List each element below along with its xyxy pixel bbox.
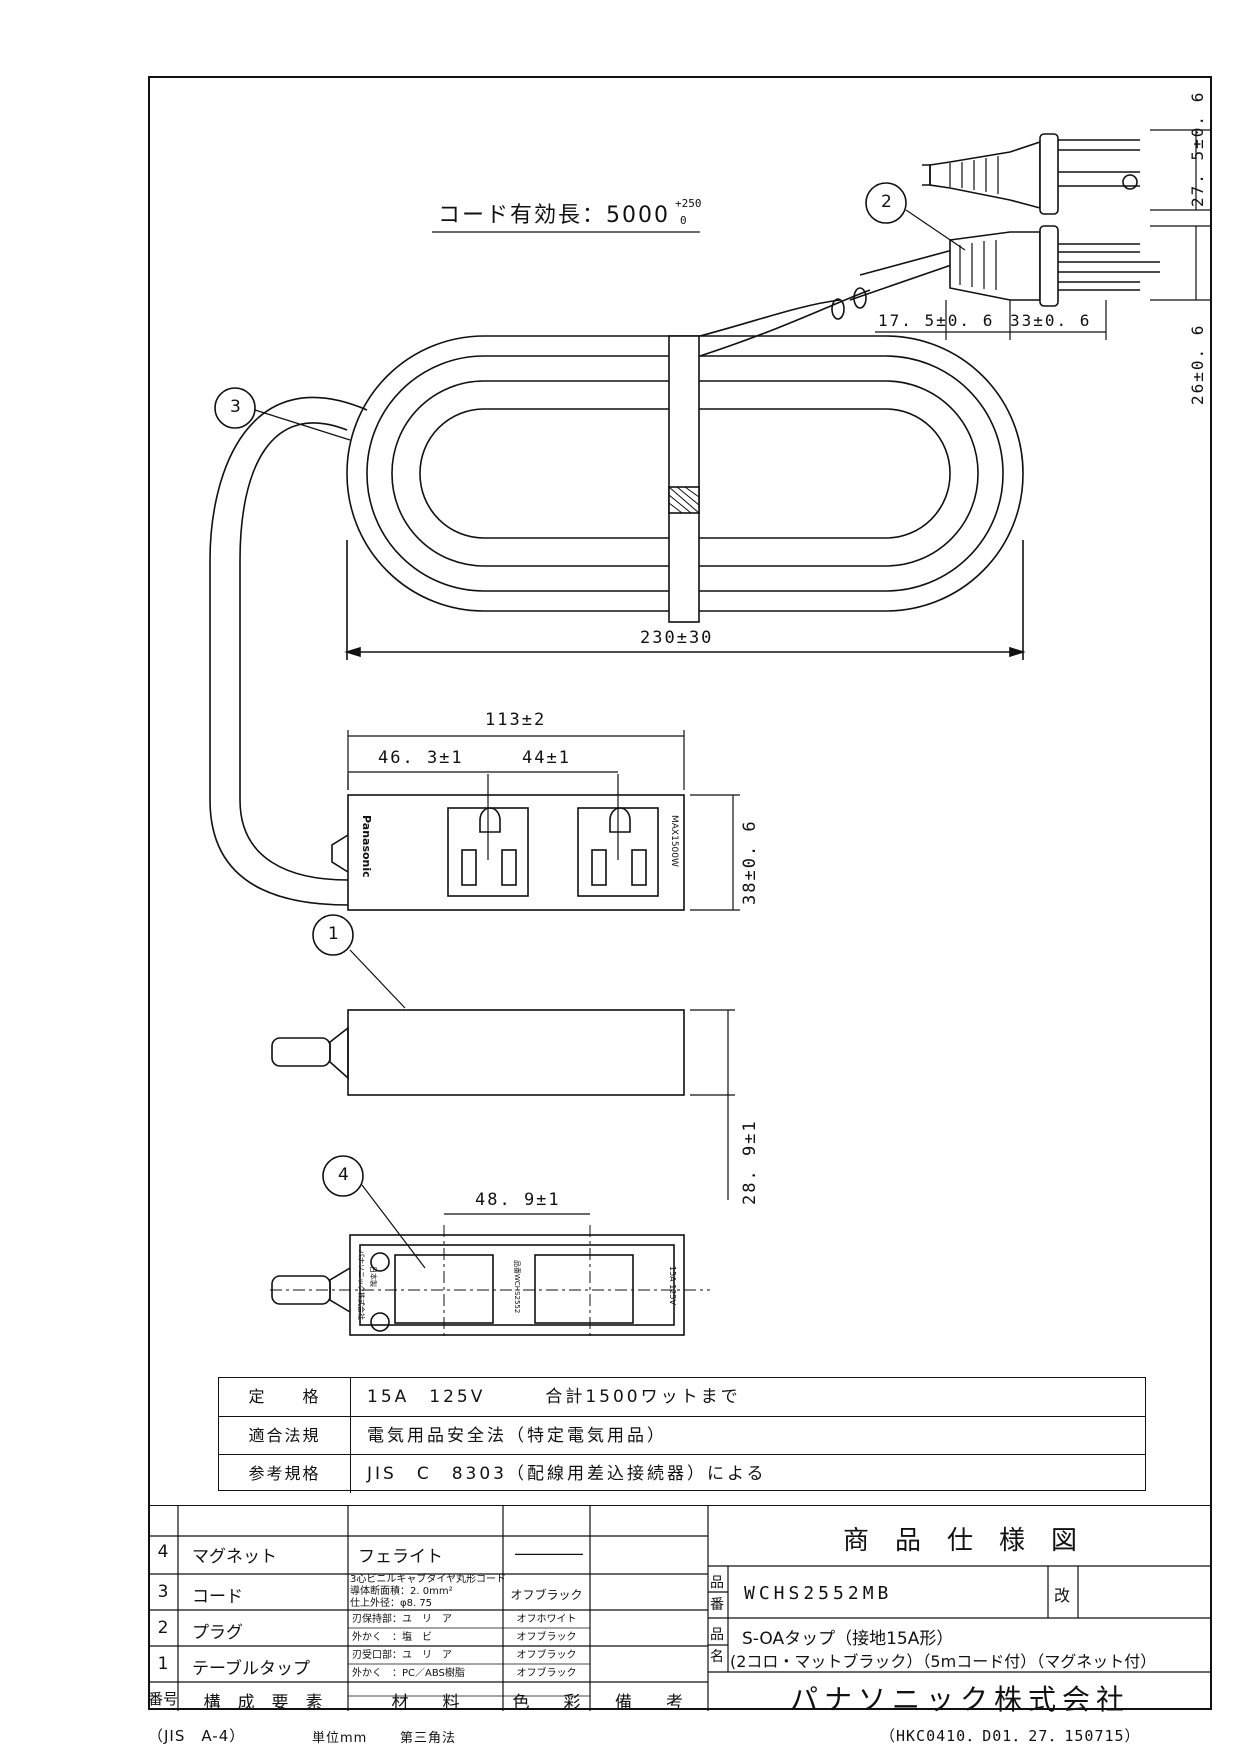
ratings-label: 定 格 — [219, 1378, 351, 1416]
dim-tap-width: 38±0. 6 — [740, 819, 760, 905]
dim-left-offset: 46. 3±1 — [378, 748, 464, 768]
part-number-label: 品番 — [710, 1575, 724, 1613]
part-material: フェライト — [358, 1547, 443, 1567]
header-color: 色 彩 — [512, 1693, 581, 1713]
ratings-label: 適合法規 — [219, 1417, 351, 1455]
header-material: 材 料 — [391, 1693, 460, 1713]
drawing-title: 商 品 仕 様 図 — [842, 1526, 1077, 1556]
part-color-line: オフブラック — [516, 1650, 577, 1661]
part-material-line: 外かく ：PC／ABS樹脂 — [352, 1668, 465, 1679]
unit-label: 単位mm — [312, 1731, 368, 1746]
paper-size: （JIS A-4） — [148, 1727, 246, 1745]
dim-plug-width: 26±0. 6 — [1188, 323, 1207, 405]
company-name: パナソニック株式会社 — [789, 1683, 1130, 1716]
part-color: オフブラック — [510, 1588, 583, 1602]
ratings-value: 電気用品安全法（特定電気用品） — [367, 1426, 667, 1446]
header-no: 番号 — [148, 1690, 179, 1708]
revision-label: 改 — [1054, 1586, 1071, 1605]
part-material-line: 仕上外径：φ8. 75 — [350, 1598, 433, 1609]
back-label: 品番WCHS2552 — [513, 1260, 521, 1314]
table-tap-side-view — [271, 1009, 735, 1200]
table-tap-top-view — [331, 730, 740, 911]
back-maker: パナソニック株式会社 — [357, 1250, 365, 1320]
coiled-cord-drawing — [346, 335, 1024, 623]
product-name-line1: S-OAタップ（接地15A形） — [742, 1629, 954, 1649]
ratings-table: 定 格 15A 125V 合計1500ワットまで 適合法規 電気用品安全法（特定… — [218, 1377, 1146, 1493]
callout-1: 1 — [328, 924, 339, 944]
ratings-label: 参考規格 — [219, 1455, 351, 1493]
part-material-line: 外かく ：塩 ビ — [352, 1632, 432, 1643]
ratings-row: 適合法規 電気用品安全法（特定電気用品） — [219, 1416, 1145, 1455]
part-name: プラグ — [192, 1623, 243, 1643]
dim-outlet-pitch: 44±1 — [522, 748, 571, 768]
part-material-line: 導体断面積：2. 0mm² — [350, 1586, 453, 1597]
product-name-label: 品名 — [710, 1627, 724, 1665]
dim-magnet-pitch: 48. 9±1 — [475, 1190, 561, 1210]
dim-tap-length: 113±2 — [485, 710, 547, 730]
dim-coil-width: 230±30 — [640, 628, 714, 648]
part-no: 4 — [157, 1542, 169, 1562]
part-no: 3 — [157, 1582, 169, 1602]
table-tap-bottom-view — [270, 1213, 710, 1340]
dim-plug-body: 17. 5±0. 6 — [878, 311, 995, 330]
part-name: コード — [192, 1587, 243, 1607]
part-number: WCHS2552MB — [744, 1583, 893, 1604]
cord-length-label: コード有効長：5000 — [438, 203, 670, 228]
part-material-line: 刃受口部：ユ リ ア — [352, 1650, 452, 1661]
ratings-value: 15A 125V 合計1500ワットまで — [367, 1387, 741, 1407]
part-name: テーブルタップ — [192, 1659, 310, 1679]
back-rating: 15A 125V — [668, 1266, 677, 1305]
ratings-row: 定 格 15A 125V 合計1500ワットまで — [219, 1378, 1145, 1416]
drawing-sheet-border — [148, 76, 1212, 1710]
cord-length-tol-plus: +250 — [675, 197, 702, 210]
part-name: マグネット — [192, 1547, 277, 1567]
title-block: 4 マグネット フェライト ―――― 3 コード 3心ビニルキャブタイヤ丸形コー… — [148, 1505, 1212, 1716]
title-block-grid — [148, 1506, 1212, 1711]
dim-plug-pin: 27. 5±0. 6 — [1188, 90, 1207, 207]
back-origin: 日本製 — [369, 1266, 377, 1287]
callout-4: 4 — [338, 1165, 349, 1185]
header-note: 備 考 — [615, 1693, 683, 1713]
brand-mark: Panasonic — [360, 815, 373, 878]
dim-tap-height: 28. 9±1 — [740, 1119, 760, 1205]
ratings-row: 参考規格 JIS C 8303（配線用差込接続器）による — [219, 1454, 1145, 1493]
part-color-line: オフブラック — [516, 1632, 577, 1643]
part-material-line: 3心ビニルキャブタイヤ丸形コード — [350, 1574, 507, 1585]
part-no: 2 — [157, 1618, 169, 1638]
part-color-line: オフブラック — [516, 1668, 577, 1679]
callout-2: 2 — [881, 192, 892, 212]
plug-top-view — [922, 133, 1140, 215]
cord-length-tol-minus: 0 — [680, 214, 687, 227]
part-material-line: 刃保持部：ユ リ ア — [352, 1614, 452, 1625]
plug-side-view — [949, 225, 1160, 307]
projection-label: 第三角法 — [400, 1731, 457, 1746]
ratings-value: JIS C 8303（配線用差込接続器）による — [367, 1464, 767, 1484]
callout-3: 3 — [230, 397, 241, 417]
dim-plug-length: 33±0. 6 — [1010, 311, 1092, 330]
part-color: ―――― — [515, 1544, 583, 1564]
product-name-line2: (2コロ・マットブラック）（5mコード付）（マグネット付） — [730, 1652, 1157, 1671]
max-rating-mark: MAX1500W — [669, 815, 679, 867]
header-name: 構 成 要 素 — [203, 1693, 323, 1713]
document-code: （HKC0410．D01．27．150715） — [880, 1727, 1141, 1745]
part-color-line: オフホワイト — [516, 1614, 577, 1625]
part-no: 1 — [157, 1654, 169, 1674]
